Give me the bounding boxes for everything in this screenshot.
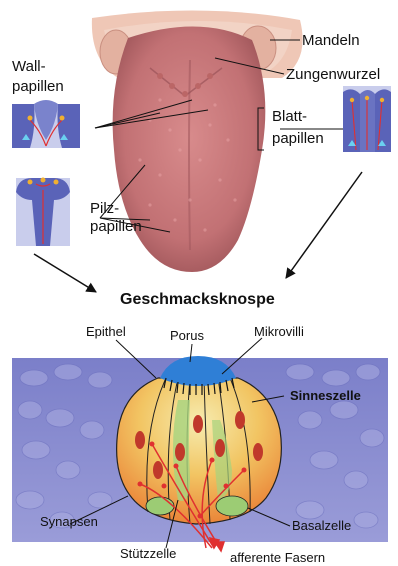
label-synapsen: Synapsen [40, 514, 98, 529]
label-pilzpapillen-1: Pilz- [90, 200, 119, 218]
arrow-right [286, 172, 362, 278]
label-epithel: Epithel [86, 324, 126, 339]
label-wallpapillen-2: papillen [12, 78, 64, 96]
label-mandeln: Mandeln [302, 32, 360, 50]
label-afferente-fasern: afferente Fasern [230, 550, 325, 565]
wallpapille-icon [12, 100, 80, 148]
label-mikrovilli: Mikrovilli [254, 324, 304, 339]
label-stuetzzelle: Stützzelle [120, 546, 176, 561]
label-wallpapillen-1: Wall- [12, 58, 46, 76]
label-porus: Porus [170, 328, 204, 343]
arrow-left [34, 254, 96, 292]
label-blattpapillen-2: papillen [272, 130, 324, 148]
label-geschmacksknospe: Geschmacksknospe [120, 290, 275, 310]
label-pilzpapillen-2: papillen [90, 218, 142, 236]
label-zungenwurzel: Zungenwurzel [286, 66, 380, 84]
blattpapille-icon [343, 86, 391, 152]
label-basalzelle: Basalzelle [292, 518, 351, 533]
pilzpapille-icon [16, 178, 70, 247]
label-blattpapillen-1: Blatt- [272, 108, 307, 126]
label-sinneszelle: Sinneszelle [290, 388, 361, 403]
